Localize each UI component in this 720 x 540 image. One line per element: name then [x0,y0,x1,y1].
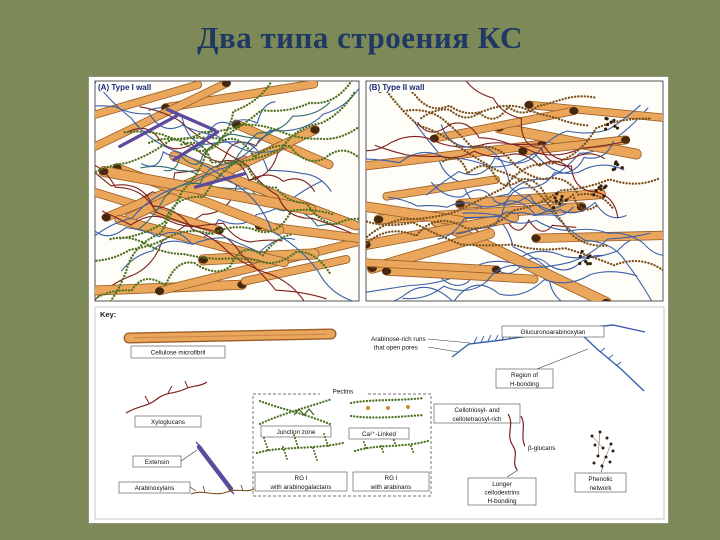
cellotriosyl-label-line2: cellotetraosyl-rich [453,416,502,423]
type1-wall-label: (A) Type I wall [98,83,151,92]
rg1-arabinans-label-line2: with arabinans [370,484,412,491]
h-bonding-label-line2: H-bonding [510,381,540,388]
beta-glucan-drawing [507,413,527,471]
rg1-arabinogalactans-label-box [254,471,348,492]
phenolic-label-line2: network [589,485,612,492]
rg1-arabinogalactans-label-line2: with arabinogalactans [270,484,332,491]
pectins-label: Pectins [333,389,354,396]
arabinose-rich-label-line1: Arabinose-rich runs [371,336,426,343]
xyloglucans-label: Xyloglucans [151,419,185,426]
arabinose-pointer-lines [427,338,471,353]
cellulose-microfibril-drawing [123,328,337,344]
phenolic-label-line1: Phenolic [588,476,612,483]
cellotriosyl-label-box [433,403,521,424]
phenolic-network-drawing [590,430,615,468]
pectins-label-chip [320,386,366,396]
arabinose-rich-label-line2: that open pores [374,345,418,352]
type2-wall-label: (B) Type II wall [369,83,424,92]
extensin-pointer-line [180,449,198,462]
beta-glucans-label-chip [525,443,571,452]
beta-glucans-label: β-glucans [528,445,555,452]
gax-label-box [501,325,605,338]
type1-label-chip [96,82,152,92]
rg1-arabinans-drawing [353,437,430,455]
calcium-linked-label: Ca²⁺-Linked [362,431,397,438]
calcium-ions [366,405,410,410]
junction-zone-label: Junction zone [277,429,316,436]
junction-zone-drawing [258,397,334,427]
extensin-label-box [132,455,182,468]
key-title: Key: [100,310,116,319]
h-bonding-label-box [495,368,554,389]
arabinoxylan-drawing [190,484,255,495]
h-bonding-label-line1: Region of [511,372,538,379]
extensin-label: Extensin [145,459,170,466]
longer-label-box [467,477,537,506]
h-bonding-pointer-line [536,348,589,370]
longer-label-line1: Longer [492,481,512,488]
gax-label: Glucuronoarabinoxylan [521,329,586,336]
junction-zone-label-box [260,425,332,438]
type2-wall-fiber-tangle [366,81,663,301]
cellulose-label: Cellulose microfibril [151,350,206,357]
arabinoxylans-pointer-line [189,486,197,492]
arabinoxylans-label: Arabinoxylans [135,485,175,492]
slide-title: Два типа строения КС [197,20,523,55]
calcium-linked-label-box [348,427,410,440]
rg1-arabinans-label-line1: RG I [385,475,398,482]
type2-label-chip [367,82,427,92]
arabinoxylans-label-box [118,481,191,494]
rg1-arabinogalactans-label-line1: RG I [295,475,308,482]
cellotriosyl-label-line1: Cellotriosyl- and [454,407,500,414]
phenolic-pointer-line [600,466,604,473]
xyloglucans-label-box [134,415,202,428]
cellulose-label-box [130,345,226,359]
type1-wall-fiber-tangle [95,81,359,301]
rg1-arabinogalactans-drawing [255,433,345,461]
calcium-linked-drawing [349,396,426,419]
longer-label-line2: cellodextrins [485,490,520,497]
xyloglucan-drawing [125,380,208,414]
rg1-arabinans-label-box [352,471,430,492]
phenolic-label-box [574,472,627,493]
longer-label-line3: H-bonding [487,498,517,505]
longer-pointer-line [506,469,519,478]
